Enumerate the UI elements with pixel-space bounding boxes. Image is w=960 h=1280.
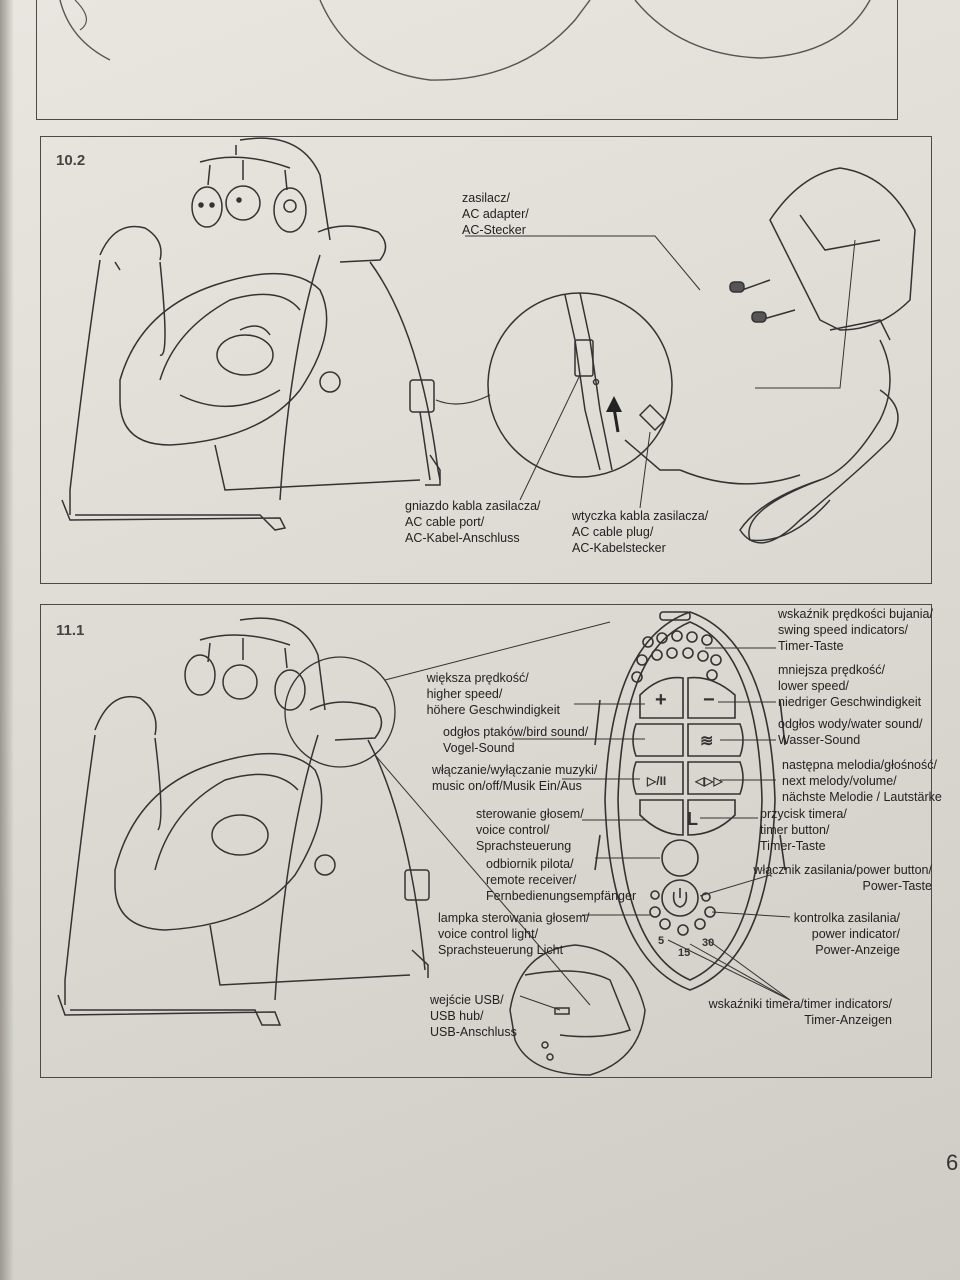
cable-port-label: gniazdo kabla zasilacza/ AC cable port/ … (405, 499, 541, 545)
bird-sound-label: odgłos ptaków/bird sound/ Vogel-Sound (443, 725, 589, 755)
swing-speed-indicators-label: wskaźnik prędkości bujania/ swing speed … (778, 607, 933, 653)
water-sound-label: odgłos wody/water sound/ Wasser-Sound (778, 717, 923, 747)
page-number: 6 (946, 1150, 959, 1175)
timer-value-5: 5 (658, 935, 664, 947)
lower-speed-label: mniejsza prędkość/ lower speed/ niedrige… (778, 663, 922, 709)
voice-control-label: sterowanie głosem/ voice control/ Sprach… (476, 807, 584, 853)
svg-text:▷/II: ▷/II (646, 774, 666, 788)
remote-receiver-label: odbiornik pilota/ remote receiver/ Fernb… (486, 857, 637, 903)
section-10-2-number: 10.2 (56, 152, 86, 169)
timer-value-30: 30 (702, 937, 714, 949)
music-onoff-label: włączanie/wyłączanie muzyki/ music on/of… (432, 763, 598, 793)
svg-text:◁▷▷: ◁▷▷ (694, 774, 723, 788)
timer-value-15: 15 (678, 947, 690, 959)
previous-section-circles (59, 0, 871, 81)
higher-speed-label: większa prędkość/ higher speed/ höhere G… (426, 671, 560, 717)
swing-illustration-11-1: + − ≋ ▷/II ◁▷▷ L 5 15 30 (57, 611, 791, 1076)
next-melody-label: następna melodia/głośność/ next melody/v… (782, 758, 942, 804)
svg-text:L: L (687, 809, 698, 829)
svg-text:≋: ≋ (700, 733, 713, 750)
power-indicator-label: kontrolka zasilania/ power indicator/ Po… (793, 911, 900, 957)
control-panel-drawing (594, 611, 786, 991)
adapter-label: zasilacz/ AC adapter/ AC-Stecker (462, 191, 529, 237)
timer-indicators-label: wskaźniki timera/timer indicators/ Timer… (708, 997, 892, 1027)
timer-button-label: przycisk timera/ timer button/ Timer-Tas… (760, 807, 847, 853)
swing-illustration-10-2 (61, 137, 916, 544)
svg-text:−: − (703, 689, 715, 711)
previous-section-panel (36, 0, 898, 120)
section-11-1-panel (40, 604, 932, 1078)
voice-control-light-label: lampka sterowania głosem/ voice control … (438, 911, 590, 957)
section-10-2-panel (40, 136, 932, 584)
section-11-1-number: 11.1 (56, 622, 85, 639)
power-button-label: włącznik zasilania/power button/ Power-T… (753, 863, 932, 893)
svg-text:+: + (655, 689, 667, 711)
page-edge-shadow (0, 0, 14, 1280)
usb-hub-label: wejście USB/ USB hub/ USB-Anschluss (430, 993, 517, 1039)
cable-plug-label: wtyczka kabla zasilacza/ AC cable plug/ … (572, 509, 709, 555)
